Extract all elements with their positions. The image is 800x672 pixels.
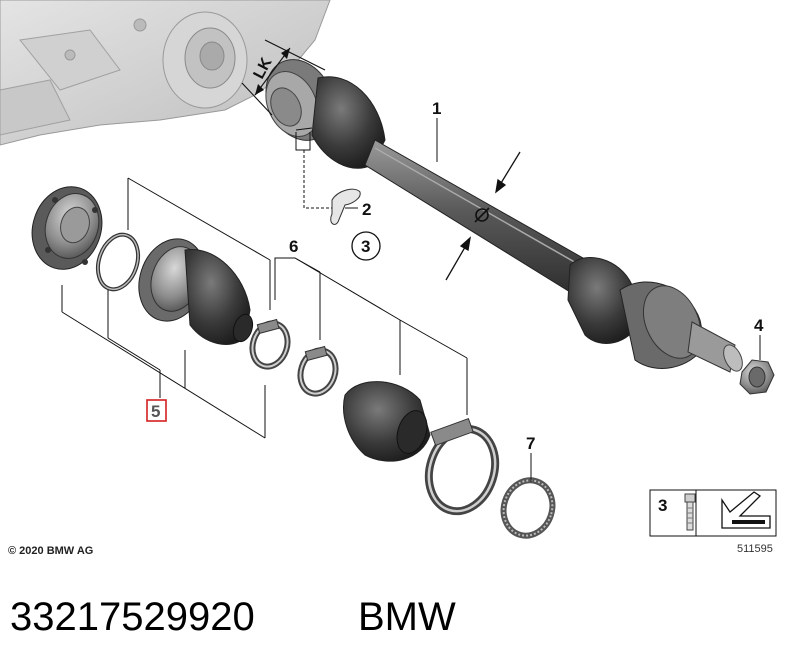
figure-number: 511595 [737,543,773,555]
collar-nut-part-4 [739,359,775,395]
label-part-2: 2 [362,200,371,219]
drive-shaft-assembly [265,59,743,373]
part-number-title: 33217529920 [10,595,255,639]
leader-lines [61,118,761,482]
circlip-ring [95,232,141,292]
diameter-arrows [445,151,521,281]
boot-clamp-small-2 [297,345,339,397]
bolt-icon [684,493,696,531]
differential-housing [0,0,331,146]
boot-clamp-small-1 [249,318,291,370]
clip-part-2 [295,127,361,225]
replace-arrow-icon [721,491,771,529]
label-part-1: 1 [432,99,441,118]
label-part-4: 4 [754,316,764,335]
label-part-5: 5 [151,402,160,421]
joint-flange [31,186,103,270]
sensor-ring-part-7 [500,477,556,539]
label-part-3-circled: 3 [351,231,381,261]
outer-boot [343,381,431,462]
brand-name: BMW [358,595,456,639]
boot-clamp-large [424,417,500,516]
copyright-text: © 2020 BMW AG [8,545,93,557]
cv-joint-with-boot [138,238,254,345]
label-part-7: 7 [526,434,535,453]
legend-number: 3 [658,496,667,515]
label-part-5-highlighted: 5 [146,399,167,422]
label-part-3: 3 [361,237,370,256]
label-part-6: 6 [289,237,298,256]
legend-box: 3 [649,489,777,537]
